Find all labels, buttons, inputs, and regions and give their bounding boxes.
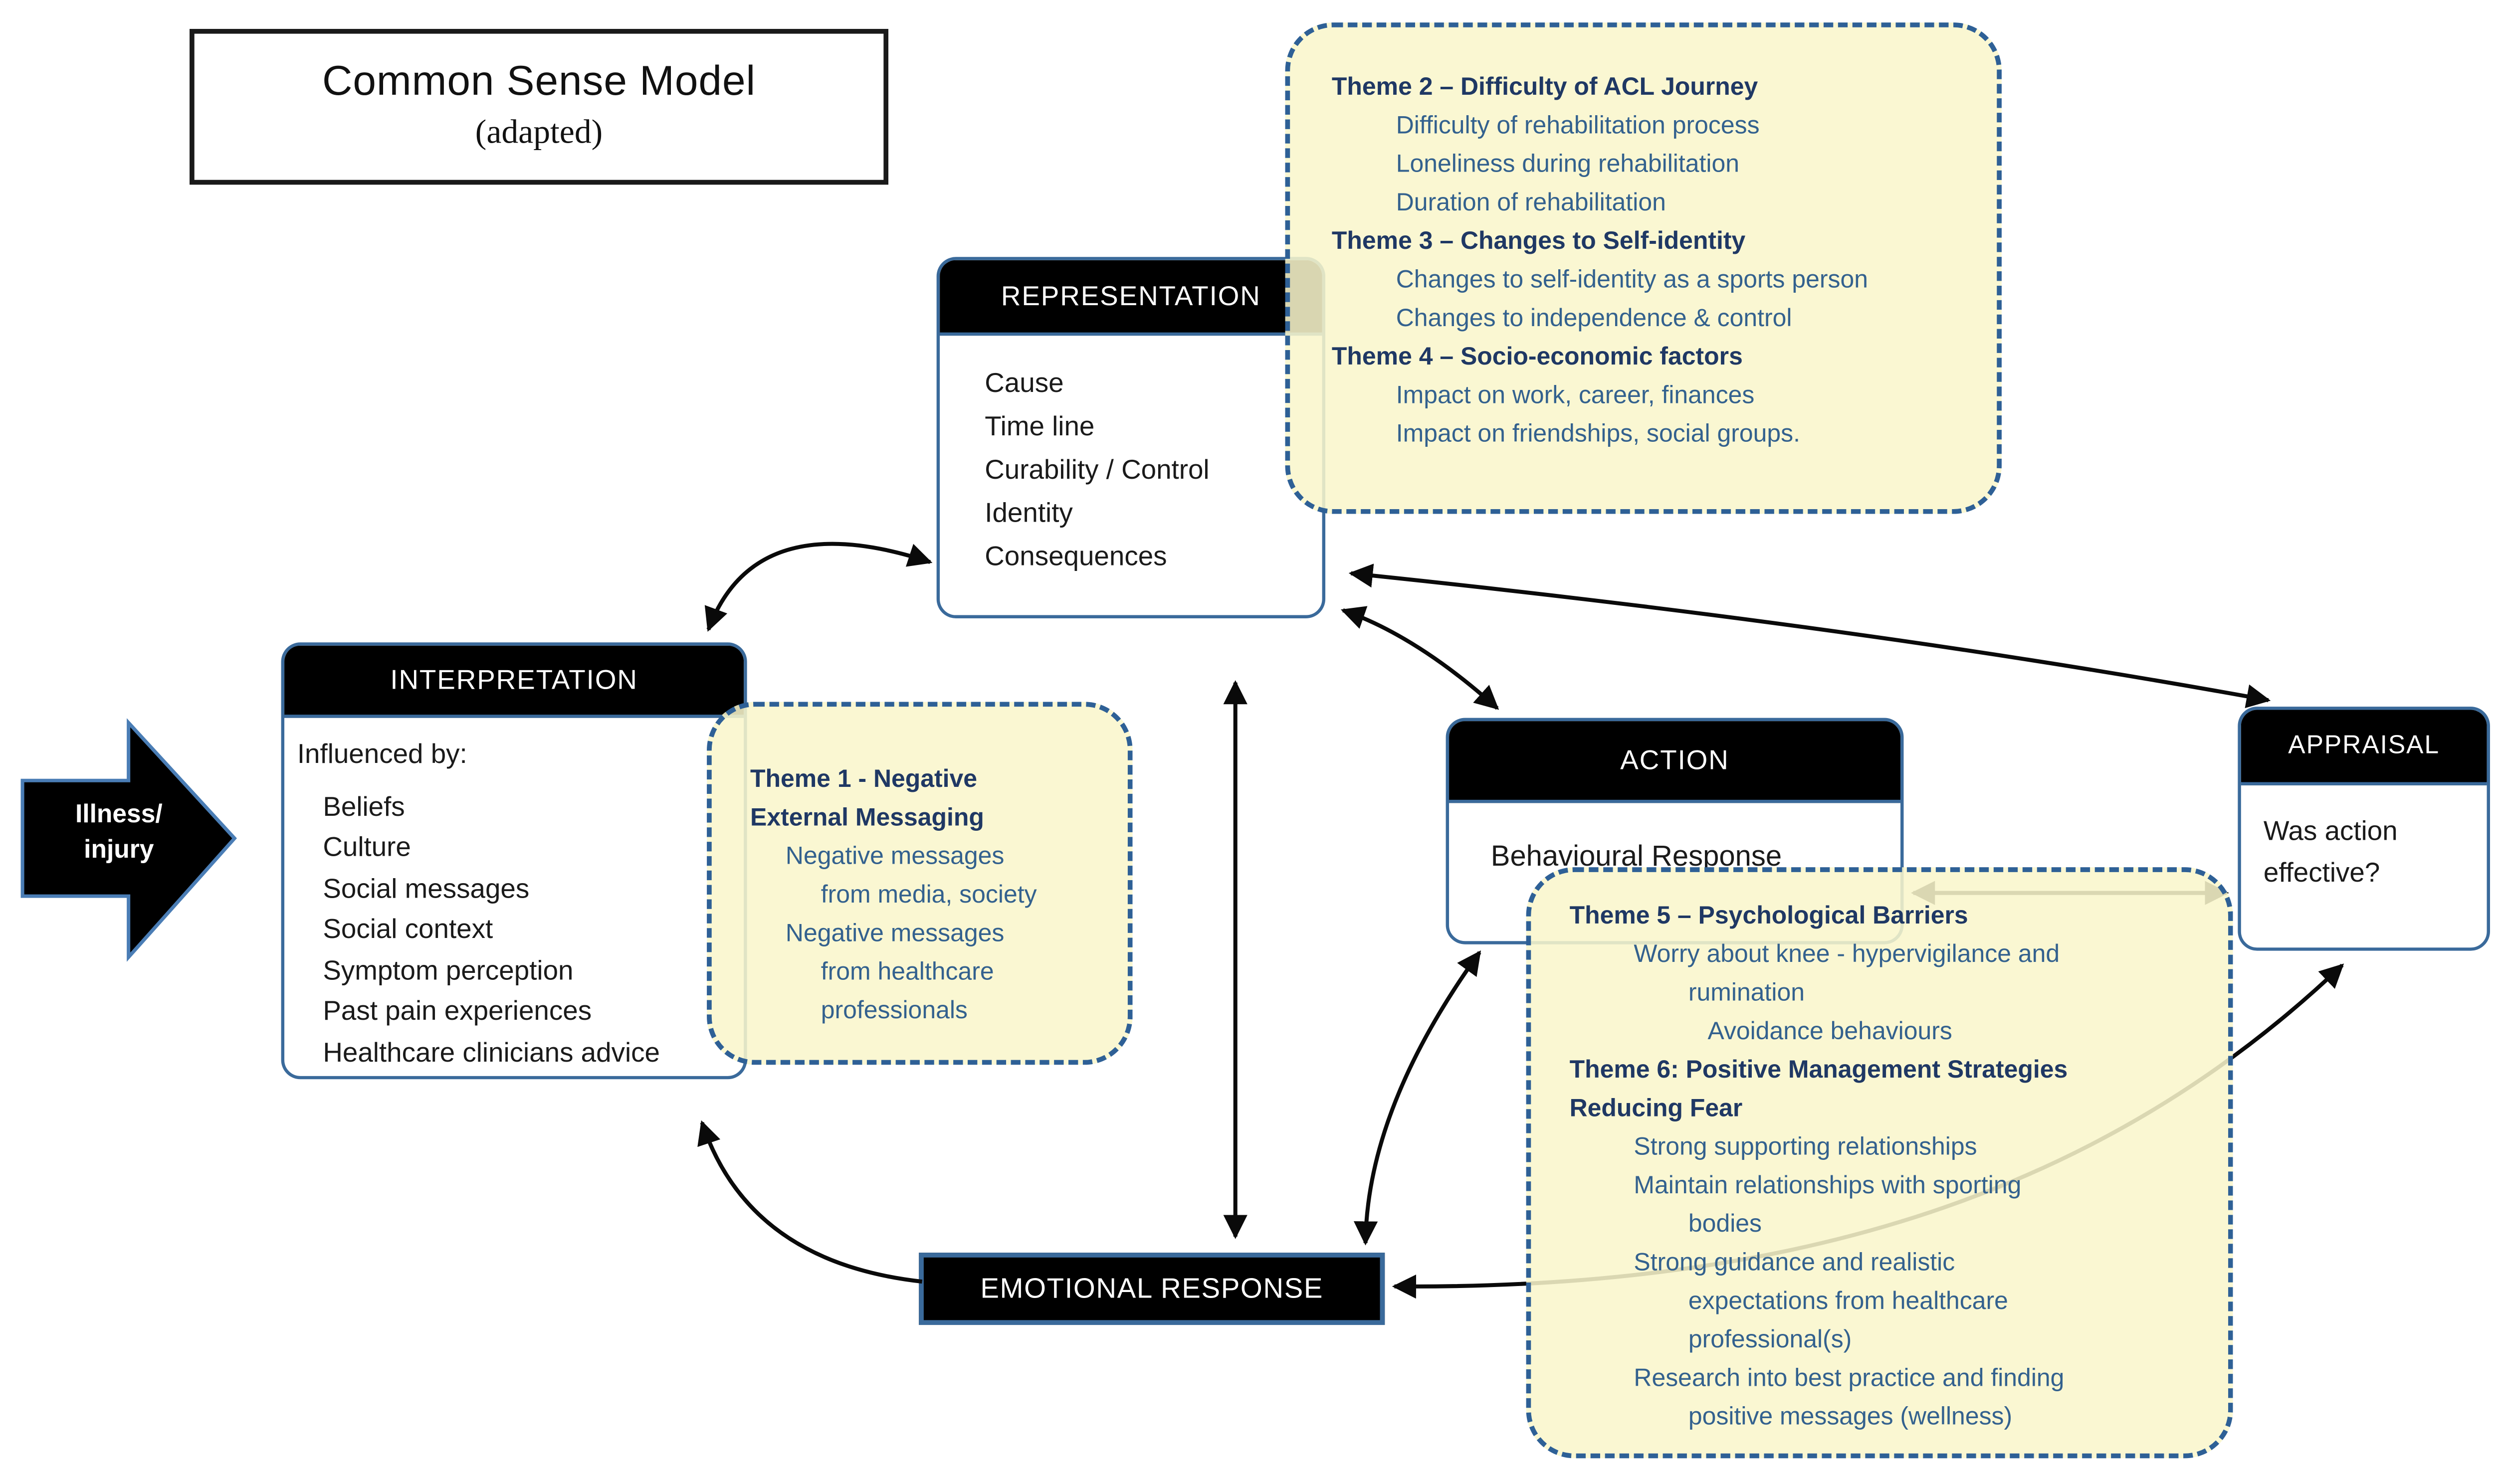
appraisal-body-line2: effective? <box>2263 857 2380 889</box>
interpretation-item: Healthcare clinicians advice <box>323 1036 660 1068</box>
theme-line: Theme 2 – Difficulty of ACL Journey <box>1331 74 1758 101</box>
interpretation-item: Beliefs <box>323 791 405 822</box>
representation-header: REPRESENTATION <box>940 260 1322 336</box>
theme-line: Theme 5 – Psychological Barriers <box>1569 903 1968 930</box>
illness-label-line2: injury <box>84 836 154 864</box>
theme-line: Reducing Fear <box>1569 1095 1743 1123</box>
appraisal-body-line1: Was action <box>2263 816 2398 847</box>
representation-item: Identity <box>985 498 1073 529</box>
theme-line: Strong supporting relationships <box>1634 1133 1977 1161</box>
theme-line: professionals <box>821 997 968 1025</box>
arrow-interpretation-representation <box>704 542 933 632</box>
theme-line: Impact on work, career, finances <box>1396 382 1755 410</box>
action-body: Behavioural Response <box>1490 840 1782 872</box>
theme-line: Strong guidance and realistic <box>1634 1249 1955 1277</box>
interpretation-item: Past pain experiences <box>323 995 592 1027</box>
theme-line: from media, society <box>821 882 1037 909</box>
theme-line: Changes to independence & control <box>1396 305 1792 333</box>
theme-line: Negative messages <box>785 920 1005 948</box>
emotional-response-box: EMOTIONAL RESPONSE <box>919 1253 1385 1325</box>
theme-line: Maintain relationships with sporting <box>1634 1172 2022 1200</box>
action-header: ACTION <box>1449 721 1901 803</box>
theme-line: Theme 4 – Socio-economic factors <box>1331 344 1743 371</box>
theme-line: Duration of rehabilitation <box>1396 189 1666 217</box>
theme-line: Difficulty of rehabilitation process <box>1396 112 1760 140</box>
theme-line: Theme 3 – Changes to Self-identity <box>1331 228 1746 256</box>
action-box: ACTION Behavioural Response <box>1446 718 1904 944</box>
theme-line: Worry about knee - hypervigilance and <box>1634 941 2060 969</box>
arrow-representation-action <box>1340 606 1499 710</box>
theme-line: Impact on friendships, social groups. <box>1396 420 1801 448</box>
arrow-action-emotional <box>1353 950 1481 1246</box>
interpretation-intro: Influenced by: <box>297 739 467 769</box>
appraisal-body: Was action effective? <box>2241 785 2487 895</box>
diagram-title: Common Sense Model <box>322 56 756 105</box>
theme-line: professional(s) <box>1688 1326 1852 1354</box>
interpretation-item: Culture <box>323 832 411 863</box>
theme-line: positive messages (wellness) <box>1688 1403 2013 1431</box>
theme-line: External Messaging <box>750 804 984 832</box>
theme-line: Theme 6: Positive Management Strategies <box>1569 1057 2068 1084</box>
interpretation-item: Symptom perception <box>323 954 574 985</box>
emotional-response-label: EMOTIONAL RESPONSE <box>980 1272 1324 1304</box>
theme-line: bodies <box>1688 1211 1762 1239</box>
theme-line: Changes to self-identity as a sports per… <box>1396 266 1868 294</box>
representation-item: Consequences <box>985 541 1167 572</box>
interpretation-header: INTERPRETATION <box>284 645 744 718</box>
diagram-subtitle: (adapted) <box>475 112 603 151</box>
theme-line: Theme 1 - Negative <box>750 766 978 794</box>
theme-line: expectations from healthcare <box>1688 1288 2008 1315</box>
theme-line: Negative messages <box>785 843 1005 871</box>
representation-item: Cause <box>985 368 1064 398</box>
interpretation-item: Social messages <box>323 873 530 904</box>
representation-item: Curability / Control <box>985 454 1210 485</box>
appraisal-box: APPRAISAL Was action effective? <box>2238 707 2491 951</box>
representation-item: Time line <box>985 411 1095 442</box>
arrow-representation-appraisal <box>1348 563 2271 709</box>
theme-line: Research into best practice and finding <box>1634 1365 2065 1393</box>
appraisal-header: APPRAISAL <box>2241 710 2487 785</box>
theme-line: from healthcare <box>821 958 994 986</box>
diagram-title-box: Common Sense Model (adapted) <box>190 28 889 185</box>
theme-line: rumination <box>1688 979 1805 1007</box>
theme-line: Avoidance behaviours <box>1707 1018 1952 1046</box>
interpretation-item: Social context <box>323 914 493 944</box>
arrow-emotional-interpretation <box>697 1120 923 1284</box>
illness-label-line1: Illness/ <box>75 801 163 829</box>
theme-line: Loneliness during rehabilitation <box>1396 151 1740 179</box>
illness-injury-label: Illness/ injury <box>22 798 215 869</box>
